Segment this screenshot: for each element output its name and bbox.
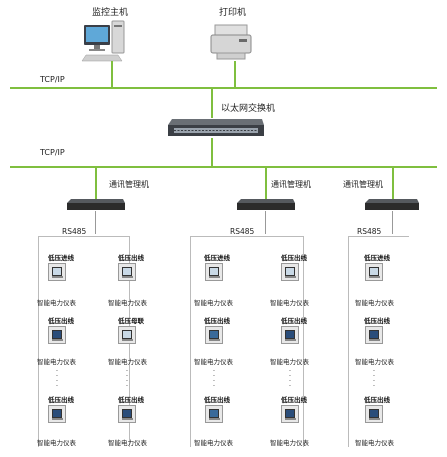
power-meter-icon <box>205 405 223 423</box>
power-meter-icon <box>281 405 299 423</box>
manager2-rs485-line <box>265 211 266 234</box>
meter-foot: 智能电力仪表 <box>37 299 76 307</box>
switch-up-line <box>211 88 213 118</box>
power-meter-icon <box>281 263 299 281</box>
meter-foot: 智能电力仪表 <box>108 439 147 447</box>
meter-foot: 智能电力仪表 <box>194 439 233 447</box>
meter-head: 低压出线 <box>48 317 74 325</box>
monitor-host: 监控主机 <box>80 5 140 67</box>
switch-down-line <box>211 138 213 168</box>
meter-head: 低压出线 <box>48 396 74 404</box>
meter-foot: 智能电力仪表 <box>194 358 233 366</box>
rs485-bus-2 <box>190 236 304 447</box>
power-meter-icon <box>365 326 383 344</box>
meter-foot: 智能电力仪表 <box>108 299 147 307</box>
meter-foot: 智能电力仪表 <box>108 358 147 366</box>
printer-label: 打印机 <box>219 8 247 18</box>
manager2-label: 通讯管理机 <box>271 180 311 189</box>
ellipsis-dots: ···· <box>212 367 216 390</box>
rs485-bus-3 <box>348 236 409 447</box>
power-meter-icon <box>118 326 136 344</box>
meter-foot: 智能电力仪表 <box>270 439 309 447</box>
power-meter-icon <box>118 405 136 423</box>
meter-head: 低压出线 <box>118 396 144 404</box>
power-meter-icon <box>365 405 383 423</box>
power-meter-icon <box>365 263 383 281</box>
meter-head: 低压出线 <box>281 317 307 325</box>
ellipsis-dots: ···· <box>125 367 129 390</box>
printer: 打印机 <box>205 5 265 65</box>
manager3-rs485-line <box>392 211 393 234</box>
printer-drop-line <box>234 61 236 88</box>
ellipsis-dots: ···· <box>288 367 292 390</box>
meter-head: 低压出线 <box>281 254 307 262</box>
power-meter-icon <box>205 326 223 344</box>
switch-label: 以太网交换机 <box>221 104 276 114</box>
rs485-label-2: RS485 <box>230 227 255 236</box>
meter-head: 低压出线 <box>204 317 230 325</box>
meter-foot: 智能电力仪表 <box>37 439 76 447</box>
comm-manager-icon <box>67 199 125 210</box>
comm-manager-icon <box>365 199 419 210</box>
meter-head: 低压母联 <box>118 317 144 325</box>
comm-manager-icon <box>237 199 295 210</box>
tcpip-mid-label: TCP/IP <box>40 148 65 157</box>
manager1-label: 通讯管理机 <box>109 180 149 189</box>
meter-head: 低压出线 <box>281 396 307 404</box>
tcpip-mid-bus <box>10 166 437 168</box>
host-drop-line <box>111 61 113 88</box>
meter-foot: 智能电力仪表 <box>270 299 309 307</box>
meter-foot: 智能电力仪表 <box>37 358 76 366</box>
monitor-host-label: 监控主机 <box>92 8 129 18</box>
meter-foot: 智能电力仪表 <box>355 439 394 447</box>
meter-head: 低压进线 <box>364 254 390 262</box>
meter-head: 低压进线 <box>204 254 230 262</box>
meter-foot: 智能电力仪表 <box>355 299 394 307</box>
ethernet-switch-icon <box>168 119 264 136</box>
rs485-label-1: RS485 <box>62 227 87 236</box>
computer-icon <box>81 20 125 62</box>
manager2-drop <box>265 167 267 199</box>
tcpip-top-bus <box>10 87 437 89</box>
ellipsis-dots: ···· <box>55 367 59 390</box>
printer-icon <box>210 24 252 60</box>
power-meter-icon <box>48 405 66 423</box>
meter-head: 低压出线 <box>364 317 390 325</box>
meter-head: 低压出线 <box>204 396 230 404</box>
ellipsis-dots: ···· <box>372 367 376 390</box>
manager1-drop <box>95 167 97 199</box>
tcpip-top-label: TCP/IP <box>40 75 65 84</box>
manager3-label: 通讯管理机 <box>343 180 383 189</box>
meter-foot: 智能电力仪表 <box>194 299 233 307</box>
meter-head: 低压出线 <box>118 254 144 262</box>
power-meter-icon <box>281 326 299 344</box>
manager3-drop <box>392 167 394 199</box>
power-meter-icon <box>118 263 136 281</box>
meter-head: 低压进线 <box>48 254 74 262</box>
manager1-rs485-line <box>95 211 96 234</box>
rs485-label-3: RS485 <box>357 227 382 236</box>
meter-foot: 智能电力仪表 <box>270 358 309 366</box>
power-meter-icon <box>48 263 66 281</box>
meter-foot: 智能电力仪表 <box>355 358 394 366</box>
power-meter-icon <box>48 326 66 344</box>
meter-head: 低压出线 <box>364 396 390 404</box>
power-meter-icon <box>205 263 223 281</box>
